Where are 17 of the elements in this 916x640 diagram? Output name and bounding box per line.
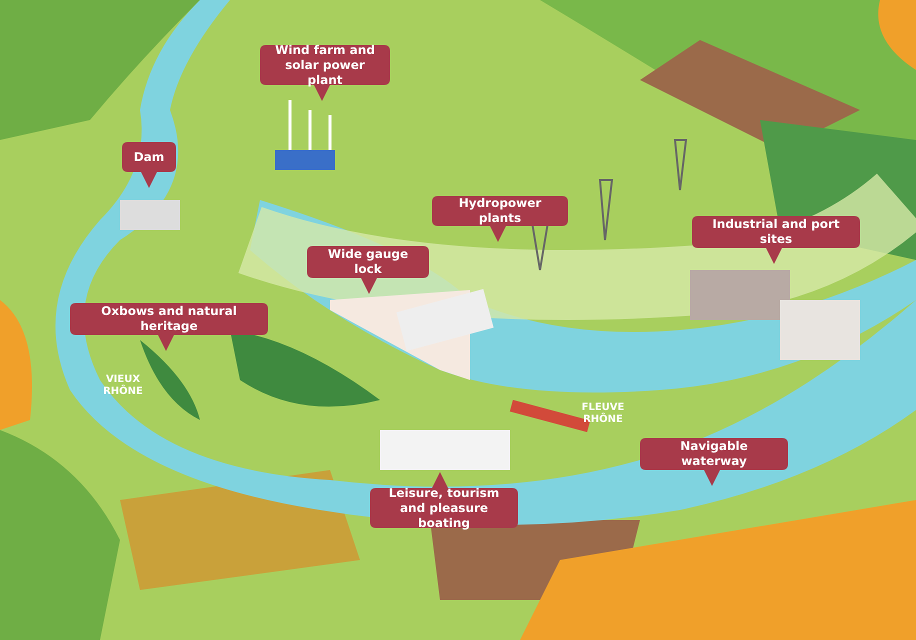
callout-bubble [640,438,788,486]
callout-text: Oxbows and natural heritage [100,303,238,335]
callout-bubble [692,216,860,264]
river-label: FLEUVE RHÔNE [580,402,626,426]
callout-bubble [122,142,176,188]
callout-text: Dam [132,148,166,166]
callout-text: Industrial and port sites [711,216,841,248]
callout-text: Leisure, tourism and pleasure boating [388,488,500,528]
callout-bubble [260,45,390,101]
callout-bubble [432,196,568,242]
callout-bubble [370,472,518,528]
callout-text: Hydropower plants [458,196,542,226]
callout-text: Navigable waterway [679,438,749,470]
callout-text: Wind farm and solar power plant [274,45,376,85]
callout-bubble [307,246,429,294]
callout-text: Wide gauge lock [326,246,410,278]
callout-bubble [70,303,268,351]
